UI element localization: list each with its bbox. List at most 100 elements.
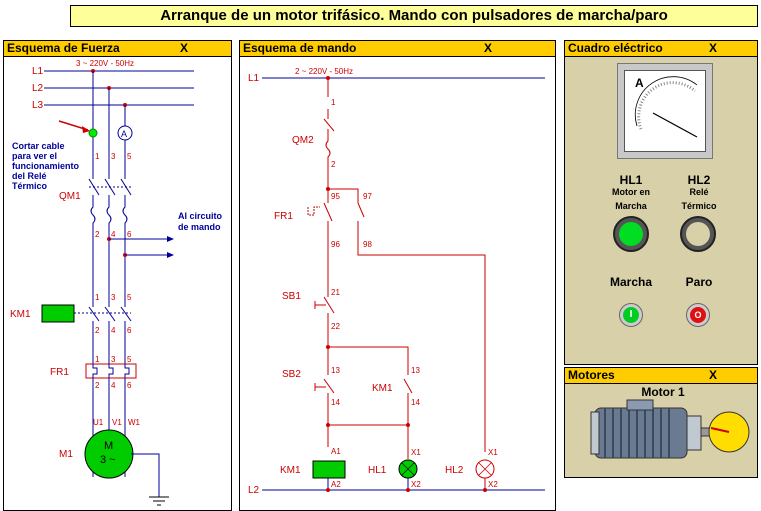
page-title: Arranque de un motor trifásico. Mando co… <box>70 5 758 27</box>
svg-text:V1: V1 <box>112 418 122 427</box>
cabinet-panel-header: Cuadro eléctrico <box>565 41 757 57</box>
svg-text:97: 97 <box>363 192 372 201</box>
svg-text:2: 2 <box>95 326 100 335</box>
control-panel-title: Esquema de mando <box>243 41 357 55</box>
svg-text:22: 22 <box>331 322 340 331</box>
motors-panel-header: Motores <box>565 368 757 384</box>
svg-text:X2: X2 <box>488 480 498 489</box>
motor-1-image <box>590 399 750 459</box>
hl2-title: HL2 <box>687 173 711 187</box>
sb2-label: SB2 <box>282 369 301 380</box>
svg-text:2: 2 <box>331 160 336 169</box>
svg-text:3: 3 <box>111 355 116 364</box>
svg-text:A1: A1 <box>331 447 341 456</box>
motors-panel: Motores X Motor 1 <box>564 367 758 478</box>
fr1-label-control: FR1 <box>274 211 293 222</box>
svg-text:X2: X2 <box>411 480 421 489</box>
svg-text:A2: A2 <box>331 480 341 489</box>
start-button-symbol: I <box>623 307 639 323</box>
fr1-label-power: FR1 <box>50 367 69 378</box>
stop-button[interactable]: O <box>686 303 710 327</box>
hl1-label-control: HL1 <box>368 465 387 476</box>
fr1-thermal-relay <box>85 363 137 379</box>
cabinet-panel-close-button[interactable]: X <box>709 41 718 55</box>
svg-text:6: 6 <box>127 230 132 239</box>
svg-text:21: 21 <box>331 288 340 297</box>
control-panel-header: Esquema de mando <box>240 41 555 57</box>
line-label-l1: L1 <box>32 66 44 77</box>
stop-button-symbol: O <box>690 307 706 323</box>
svg-text:5: 5 <box>127 355 132 364</box>
control-diagram: L1 L2 2 ~ 220V - 50Hz 1 QM2 2 95 97 FR1 … <box>248 67 545 496</box>
svg-text:A: A <box>121 129 127 139</box>
cabinet-panel-title: Cuadro eléctrico <box>568 41 663 55</box>
motors-panel-close-button[interactable]: X <box>709 368 718 382</box>
control-l2-label: L2 <box>248 485 260 496</box>
motor-1-label: Motor 1 <box>641 385 685 399</box>
start-button[interactable]: I <box>619 303 643 327</box>
sb1-label: SB1 <box>282 291 301 302</box>
hl1-title: HL1 <box>619 173 643 187</box>
power-panel-close-button[interactable]: X <box>180 41 189 55</box>
qm2-label: QM2 <box>292 135 314 146</box>
km1-coil-control <box>312 460 346 479</box>
svg-text:13: 13 <box>411 366 420 375</box>
svg-text:1: 1 <box>331 98 336 107</box>
ammeter-icon <box>117 125 133 141</box>
hl2-label-control: HL2 <box>445 465 464 476</box>
qm1-label: QM1 <box>59 191 81 202</box>
hl1-lamp <box>613 216 649 252</box>
svg-text:3 ~: 3 ~ <box>100 454 116 466</box>
start-label: Marcha <box>609 275 653 289</box>
control-panel: Esquema de mando X L1 L2 2 ~ 220V - 50Hz… <box>239 40 556 511</box>
svg-text:2: 2 <box>95 381 100 390</box>
hl2-lamp <box>680 216 716 252</box>
svg-text:X1: X1 <box>411 448 421 457</box>
svg-text:3: 3 <box>111 152 116 161</box>
to-control-label: Al circuito de mando <box>178 211 225 232</box>
svg-text:14: 14 <box>331 398 340 407</box>
power-panel-title: Esquema de Fuerza <box>7 41 120 55</box>
power-diagram: L1 L2 L3 3 ~ 220V - 50Hz A Cortar cable … <box>10 59 225 506</box>
cabinet-panel: Cuadro eléctrico X A HL1 Motor en Marcha… <box>564 40 758 365</box>
svg-text:6: 6 <box>127 326 132 335</box>
hl1-desc-1: Motor en <box>612 187 650 197</box>
svg-text:X1: X1 <box>488 448 498 457</box>
svg-text:14: 14 <box>411 398 420 407</box>
m1-label: M1 <box>59 449 73 460</box>
svg-text:1: 1 <box>95 293 100 302</box>
svg-text:98: 98 <box>363 240 372 249</box>
hl2-desc-2: Térmico <box>681 201 717 211</box>
ammeter-dial: A <box>634 76 698 138</box>
svg-text:6: 6 <box>127 381 132 390</box>
svg-text:5: 5 <box>127 152 132 161</box>
svg-text:1: 1 <box>95 355 100 364</box>
power-panel: Esquema de Fuerza X L1 L2 L3 3 ~ 220V - … <box>3 40 232 511</box>
km1-coil-label: KM1 <box>280 465 301 476</box>
ammeter-label: A <box>635 76 644 90</box>
motors-panel-title: Motores <box>568 368 615 382</box>
stop-label: Paro <box>685 275 713 289</box>
control-panel-close-button[interactable]: X <box>484 41 493 55</box>
control-l1-label: L1 <box>248 73 260 84</box>
svg-text:4: 4 <box>111 381 116 390</box>
svg-text:95: 95 <box>331 192 340 201</box>
hl2-desc-1: Relé <box>689 187 709 197</box>
svg-text:4: 4 <box>111 230 116 239</box>
km1-label-power: KM1 <box>10 309 31 320</box>
svg-text:2: 2 <box>95 230 100 239</box>
line-label-l2: L2 <box>32 83 44 94</box>
svg-text:5: 5 <box>127 293 132 302</box>
svg-text:96: 96 <box>331 240 340 249</box>
svg-text:M: M <box>104 440 113 452</box>
hl1-desc-2: Marcha <box>615 201 647 211</box>
svg-text:U1: U1 <box>93 418 104 427</box>
cut-cable-point[interactable] <box>88 128 98 138</box>
power-panel-header: Esquema de Fuerza <box>4 41 231 57</box>
km1-contact-label: KM1 <box>372 383 393 394</box>
svg-text:13: 13 <box>331 366 340 375</box>
svg-text:4: 4 <box>111 326 116 335</box>
svg-text:1: 1 <box>95 152 100 161</box>
ammeter-gauge: A <box>617 63 713 159</box>
control-supply-label: 2 ~ 220V - 50Hz <box>295 67 353 76</box>
